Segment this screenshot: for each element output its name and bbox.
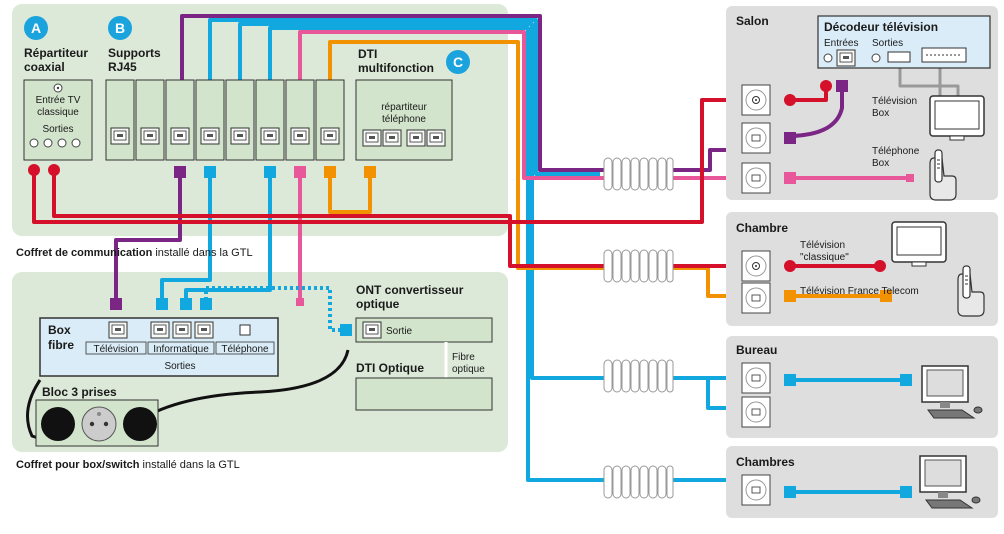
connectors-top xyxy=(28,164,376,178)
coax-outlet-icon xyxy=(741,84,771,116)
sorties-label: Sorties xyxy=(42,124,73,135)
chambre-title: Chambre xyxy=(736,221,788,235)
fibre-label: Fibre xyxy=(452,352,475,363)
rj45-outlet-icon xyxy=(741,282,771,314)
fibre-label-2: optique xyxy=(452,364,485,375)
chambres-title: Chambres xyxy=(736,455,795,469)
radiator-icon xyxy=(601,357,675,395)
box-title-2: fibre xyxy=(48,338,74,352)
coax-outlet-icon xyxy=(741,250,771,282)
badge-a: A xyxy=(24,16,48,40)
repartiteur-telephone-label-2: téléphone xyxy=(382,114,426,125)
decodeur-television: Décodeur télévision Entrées Sorties xyxy=(817,15,991,69)
dti-title-2: multifonction xyxy=(358,61,434,75)
badge-b: B xyxy=(108,16,132,40)
repartiteur-coaxial: Entrée TV classique Sorties xyxy=(23,79,93,161)
bloc-3-prises: Bloc 3 prises xyxy=(35,385,159,447)
svg-text:B: B xyxy=(115,20,125,36)
coffret-box-caption: Coffret pour box/switch installé dans la… xyxy=(16,459,240,471)
bloc-title: Bloc 3 prises xyxy=(42,385,117,399)
svg-text:A: A xyxy=(31,20,41,36)
rj45-outlet-icon xyxy=(741,122,771,154)
entree-tv-label: Entrée TV xyxy=(36,95,81,106)
tv-ft-label: Télévision France Telecom xyxy=(800,286,919,297)
dti-title: DTI xyxy=(358,47,377,61)
box-tv-label: Télévision xyxy=(93,344,138,355)
supports-rj45 xyxy=(105,79,345,161)
ont-convertisseur: ONT convertisseur optique Sortie xyxy=(355,283,493,343)
decodeur-entrees-label: Entrées xyxy=(824,38,858,49)
svg-text:C: C xyxy=(453,54,463,70)
tv-icon xyxy=(929,95,985,141)
tv-classique-label-2: "classique" xyxy=(800,252,849,263)
tv-box-label: Télévision xyxy=(872,96,917,107)
repartiteur-title: Répartiteur xyxy=(24,46,88,60)
ont-sortie-label: Sortie xyxy=(386,326,413,337)
radiator-icon xyxy=(601,155,675,193)
radiator-icon xyxy=(601,247,675,285)
ont-title: ONT convertisseur xyxy=(356,283,464,297)
repartiteur-title-2: coaxial xyxy=(24,60,65,74)
connectors-box-top xyxy=(110,298,352,336)
decodeur-title: Décodeur télévision xyxy=(824,20,938,34)
dti-optique-title: DTI Optique xyxy=(356,361,424,375)
box-info-label: Informatique xyxy=(153,344,209,355)
radiator-icon xyxy=(601,463,675,501)
box-tel-label: Téléphone xyxy=(221,344,269,355)
box-fibre: Box fibre Télévision Informatique Téléph… xyxy=(39,317,279,377)
dti-optique: DTI Optique Fibre optique xyxy=(355,342,493,411)
tel-box-label: Téléphone xyxy=(872,146,920,157)
tv-icon xyxy=(891,221,947,267)
tv-box-label-2: Box xyxy=(872,108,889,119)
cables xyxy=(26,14,960,494)
entree-tv-label-2: classique xyxy=(37,107,79,118)
salon-title: Salon xyxy=(736,14,769,28)
repartiteur-telephone-label: répartiteur xyxy=(381,102,427,113)
box-sorties-label: Sorties xyxy=(164,361,195,372)
dti-multifonction: répartiteur téléphone xyxy=(355,79,453,161)
badge-c: C xyxy=(446,50,470,74)
tel-box-label-2: Box xyxy=(872,158,889,169)
tv-classique-label: Télévision xyxy=(800,240,845,251)
supports-title: Supports xyxy=(108,46,161,60)
rj45-outlet-icon xyxy=(741,396,771,428)
decodeur-sorties-label: Sorties xyxy=(872,38,903,49)
supports-title-2: RJ45 xyxy=(108,60,137,74)
rj45-outlet-icon xyxy=(741,162,771,194)
bureau-title: Bureau xyxy=(736,343,777,357)
coffret-comm-caption: Coffret de communication installé dans l… xyxy=(16,247,253,259)
rj45-outlet-icon xyxy=(741,474,771,506)
box-title: Box xyxy=(48,323,71,337)
ont-title-2: optique xyxy=(356,297,400,311)
rj45-outlet-icon xyxy=(741,362,771,394)
